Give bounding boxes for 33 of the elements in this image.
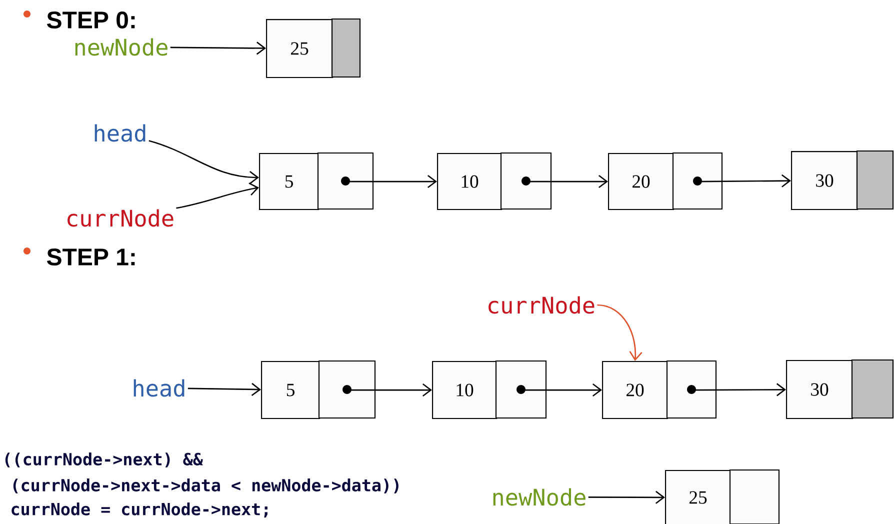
variable-label: head <box>134 379 184 397</box>
list-node-box: 10 <box>437 152 552 210</box>
step-heading: STEP 1: <box>24 248 135 266</box>
list-node-box: 5 <box>261 360 376 420</box>
list-node-box: 25 <box>266 18 361 78</box>
code-line: currNode = currNode->next; <box>12 502 268 518</box>
list-node-box: 25 <box>665 469 780 524</box>
arrow <box>176 182 260 209</box>
arrow <box>698 174 791 188</box>
arrow <box>170 42 266 55</box>
step-heading: STEP 0: <box>24 10 135 28</box>
variable-label: currNode <box>68 209 174 227</box>
arrow <box>148 140 259 184</box>
variable-label: newNode <box>493 488 586 506</box>
arrow <box>527 175 608 188</box>
list-node-box: 30 <box>791 150 894 210</box>
code-line: ((currNode->next) && <box>5 452 203 468</box>
arrow <box>188 382 261 396</box>
list-node-box: 30 <box>786 359 894 420</box>
list-node-box: 10 <box>432 360 547 420</box>
arrow <box>522 384 602 397</box>
list-node-box: 20 <box>602 360 717 420</box>
arrow <box>692 383 786 396</box>
arrow <box>588 490 665 504</box>
list-node-box: 20 <box>608 152 723 210</box>
variable-label: newNode <box>75 38 168 56</box>
code-line: (currNode->next->data < newNode->data)) <box>13 478 398 494</box>
variable-label: currNode <box>488 296 594 314</box>
arrow <box>348 384 432 397</box>
arrow <box>346 175 437 188</box>
list-node-box: 5 <box>259 152 374 210</box>
arrow <box>597 304 642 361</box>
variable-label: head <box>94 124 146 142</box>
